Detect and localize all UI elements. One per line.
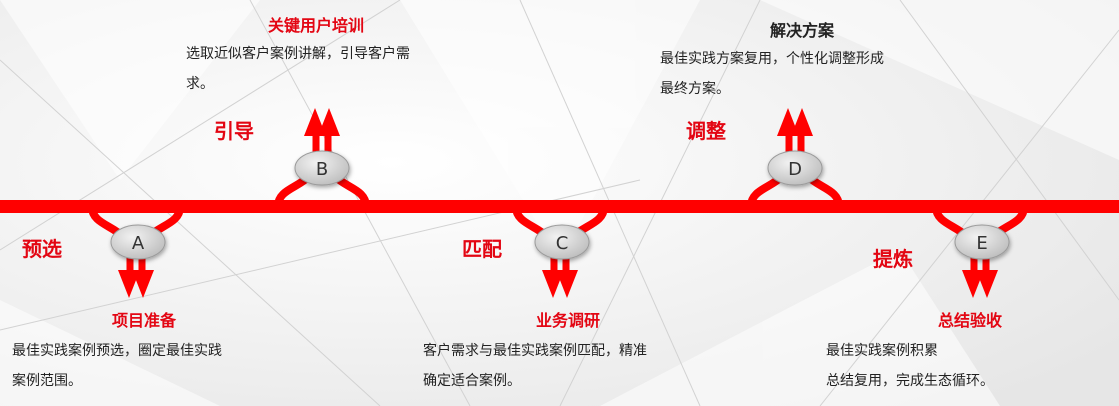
node-a [110, 224, 166, 260]
branch-b: B [274, 108, 370, 207]
branch-a: A [88, 206, 184, 298]
node-e [954, 224, 1010, 260]
node-label: A [132, 233, 145, 254]
main-flow-line [0, 200, 1119, 213]
node-b [294, 150, 350, 186]
step-description-line: 确定适合案例。 [423, 372, 521, 389]
arrow-head [777, 108, 799, 136]
step-description-line: 最终方案。 [660, 80, 730, 97]
arrow-head [962, 270, 984, 298]
branch-c: C [512, 206, 608, 298]
step-verb: 引导 [214, 119, 254, 143]
arrow-head [118, 270, 140, 298]
step-verb: 匹配 [462, 237, 502, 261]
step-description-line: 最佳实践案例积累 [826, 342, 938, 359]
step-title: 总结验收 [938, 311, 1002, 330]
step-title: 项目准备 [112, 311, 177, 330]
step-description-line: 客户需求与最佳实践案例匹配，精准 [423, 342, 647, 359]
step-title: 业务调研 [536, 311, 600, 330]
step-description-line: 选取近似客户案例讲解，引导客户需 [186, 45, 410, 62]
node-label: B [316, 159, 328, 180]
node-label: C [556, 233, 569, 254]
branch-d: D [747, 108, 843, 207]
node-d [767, 150, 823, 186]
arrow-head [542, 270, 564, 298]
arrow-head [318, 108, 340, 136]
node-label: D [788, 159, 802, 180]
arrow-head [132, 270, 154, 298]
node-c [534, 224, 590, 260]
step-title: 关键用户培训 [268, 16, 364, 35]
branch-e: E [932, 206, 1028, 298]
step-verb: 预选 [22, 237, 62, 261]
step-description-line: 最佳实践案例预选，圈定最佳实践 [12, 342, 222, 359]
arrow-head [976, 270, 998, 298]
step-description-line: 总结复用，完成生态循环。 [826, 372, 994, 389]
arrow-head [556, 270, 578, 298]
arrow-head [791, 108, 813, 136]
step-description-line: 案例范围。 [12, 372, 82, 389]
step-description-line: 最佳实践方案复用，个性化调整形成 [660, 50, 884, 67]
arrow-head [304, 108, 326, 136]
step-verb: 调整 [686, 119, 726, 143]
node-label: E [976, 233, 987, 254]
step-title: 解决方案 [770, 21, 835, 40]
step-verb: 提炼 [873, 247, 913, 271]
step-description-line: 求。 [186, 76, 214, 92]
